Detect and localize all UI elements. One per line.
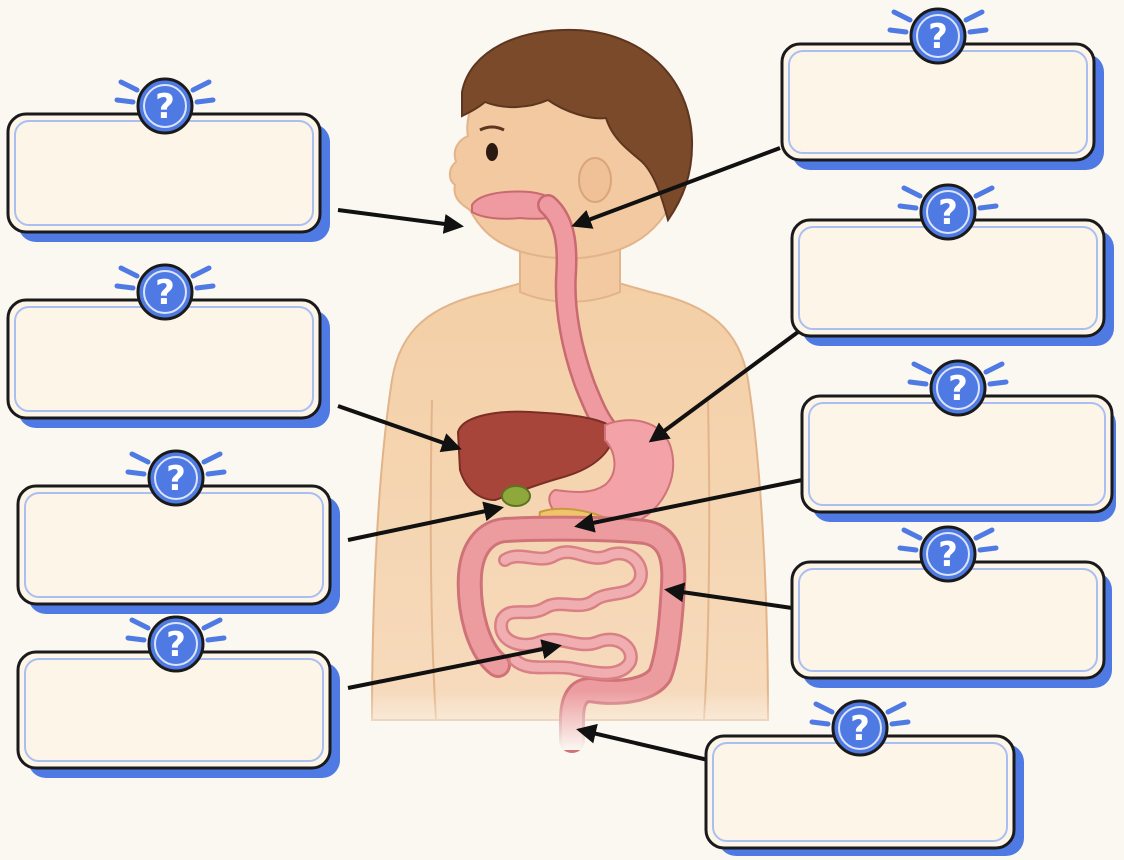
eye xyxy=(486,143,498,161)
question-mark-icon: ? xyxy=(166,459,186,499)
question-mark-icon: ? xyxy=(938,193,958,233)
question-mark-icon: ? xyxy=(928,17,948,57)
arrow-mouth xyxy=(338,210,460,226)
gallbladder xyxy=(502,486,530,506)
question-mark-icon: ? xyxy=(166,625,186,665)
question-mark-icon: ? xyxy=(948,369,968,409)
question-mark-icon: ? xyxy=(850,709,870,749)
question-mark-icon: ? xyxy=(938,535,958,575)
ear xyxy=(579,158,611,202)
question-mark-icon: ? xyxy=(155,87,175,127)
question-mark-icon: ? xyxy=(155,273,175,313)
